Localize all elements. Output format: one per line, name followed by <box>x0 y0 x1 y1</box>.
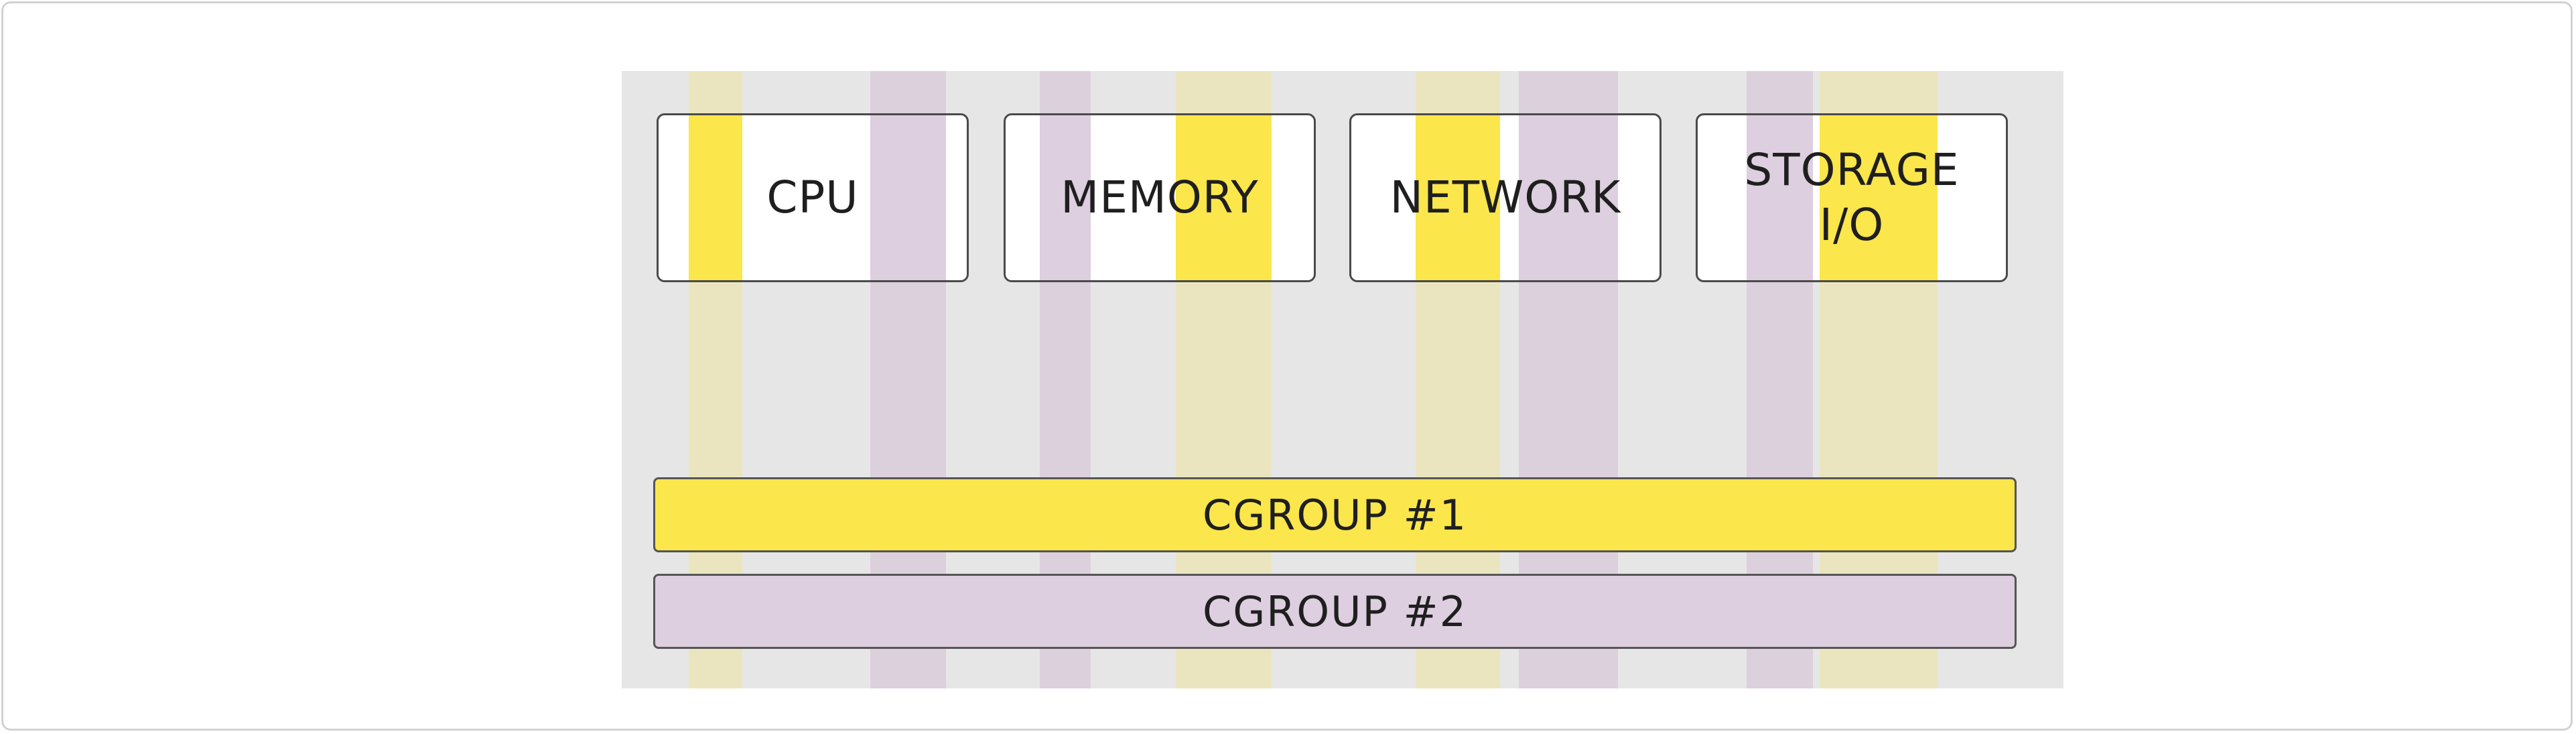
memory-cgroup2-share <box>1040 115 1091 280</box>
storage-cgroup1-share <box>1820 115 1938 280</box>
cgroup-2-bar: CGROUP #2 <box>653 574 2017 649</box>
cgroup-diagram: CPU MEMORY NETWORK STORAGE I/O CGROUP #1… <box>622 71 2063 688</box>
resource-box-network: NETWORK <box>1349 113 1662 282</box>
cpu-cgroup1-share <box>689 115 742 280</box>
network-cgroup1-share <box>1416 115 1500 280</box>
resource-box-storage-io: STORAGE I/O <box>1696 113 2008 282</box>
resource-box-cpu: CPU <box>657 113 969 282</box>
resource-box-memory: MEMORY <box>1004 113 1316 282</box>
resource-label-storage-io: STORAGE I/O <box>1744 144 1960 251</box>
resource-label-memory: MEMORY <box>1061 172 1259 223</box>
cgroup-1-bar: CGROUP #1 <box>653 477 2017 552</box>
network-cgroup2-share <box>1519 115 1618 280</box>
resource-label-cpu: CPU <box>766 172 859 223</box>
resource-label-network: NETWORK <box>1389 172 1621 223</box>
cpu-cgroup2-share <box>870 115 946 280</box>
memory-cgroup1-share <box>1176 115 1272 280</box>
storage-cgroup2-share <box>1747 115 1813 280</box>
